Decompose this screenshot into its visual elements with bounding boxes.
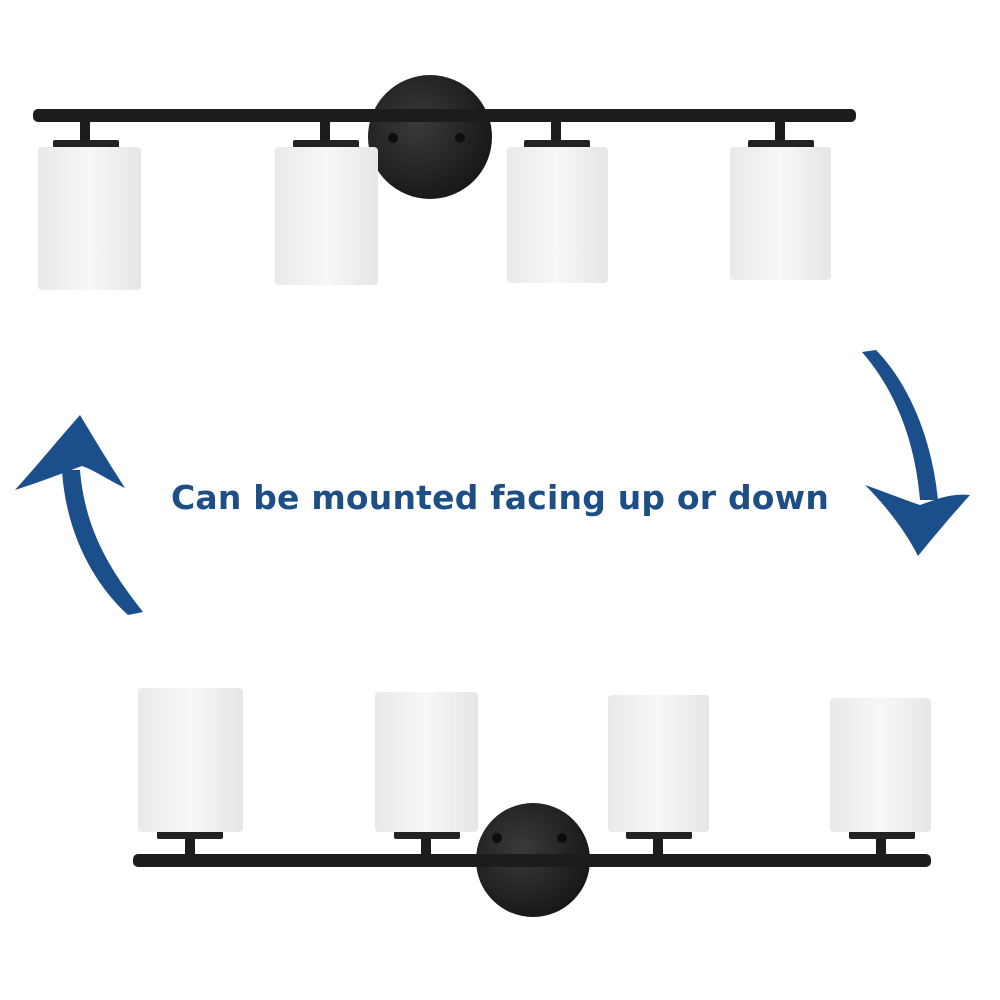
shade [507,122,608,283]
curved-arrow-down-icon [862,350,970,556]
shade [38,122,141,290]
canopy-screw [455,133,465,143]
canopy [368,75,492,199]
shade [275,122,378,285]
shade [375,692,478,856]
curved-arrow-up-icon [15,415,143,615]
canopy-screw [492,833,502,843]
caption-text: Can be mounted facing up or down [170,478,830,517]
arm-bar [33,109,856,122]
fixture-facing-up [133,688,931,917]
shade [138,688,243,856]
fixture-facing-down [33,75,856,290]
canopy-screw [388,133,398,143]
canopy-screw [557,833,567,843]
shade [830,698,931,856]
arm-bar [133,854,931,867]
shade [730,122,831,280]
shade [608,695,709,856]
